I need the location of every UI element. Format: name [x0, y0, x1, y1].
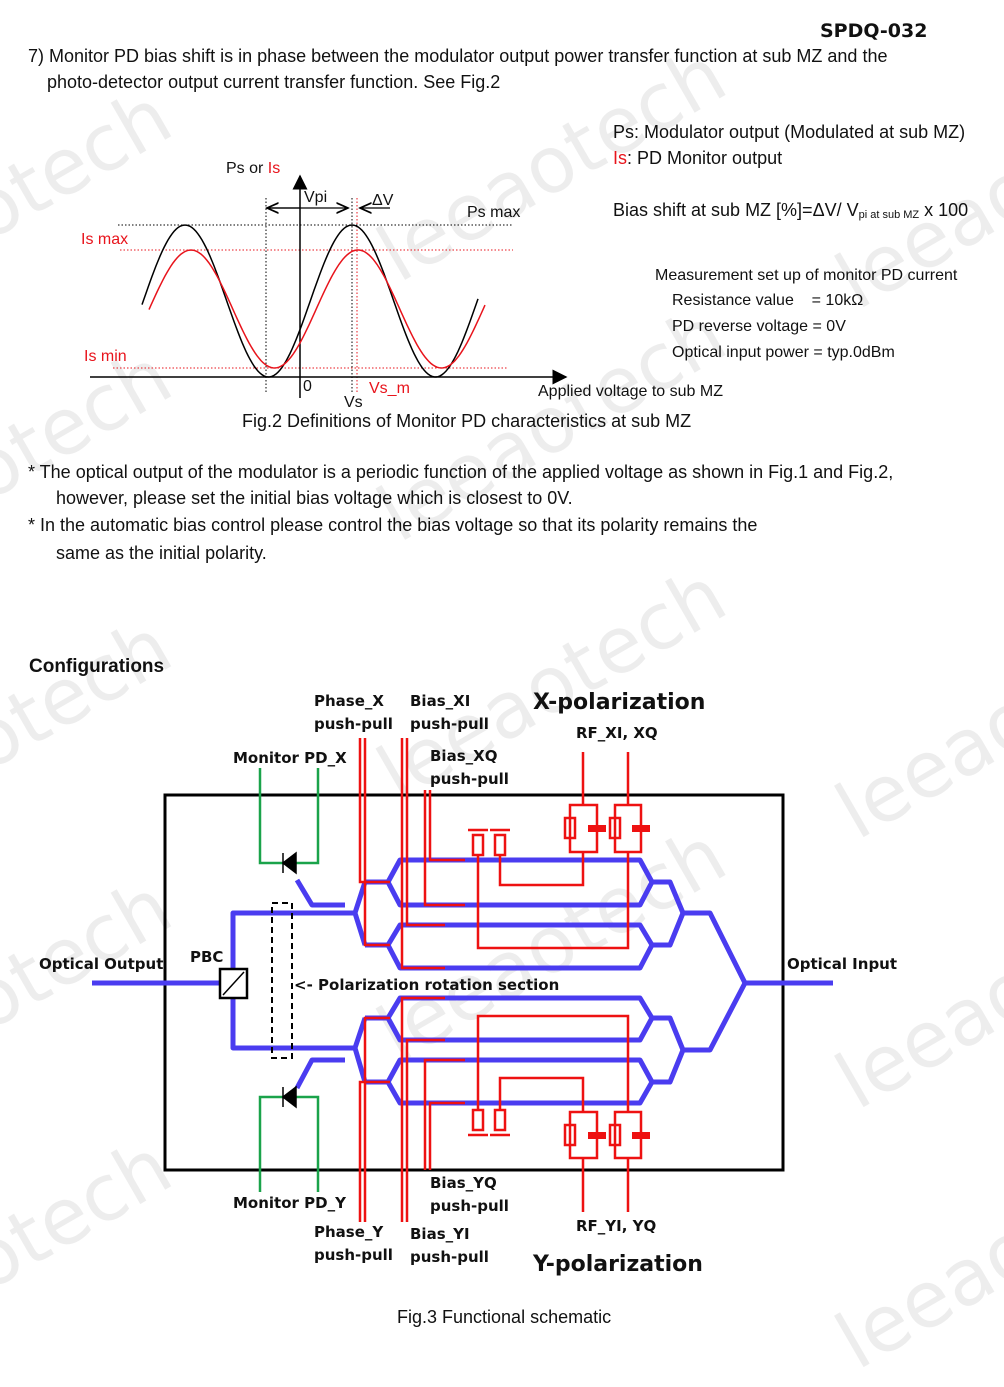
is-curve: [148, 249, 486, 369]
label-line: Bias_YI: [410, 1225, 470, 1243]
fig2-caption: Fig.2 Definitions of Monitor PD characte…: [242, 411, 692, 431]
fig2-graph: [90, 174, 568, 398]
label-line: push-pull: [430, 770, 509, 789]
legend-ps: Ps: Modulator output (Modulated at sub M…: [613, 122, 966, 142]
section7-line1: 7) Monitor PD bias shift is in phase bet…: [28, 46, 888, 66]
monitor-pd-x-label: Monitor PD_X: [233, 749, 347, 767]
configurations-heading: Configurations: [29, 656, 165, 677]
bias-yq-label: Bias_YQ push-pull: [430, 1172, 509, 1219]
photodiode-x-icon: [281, 851, 297, 875]
zero-label: 0: [303, 378, 312, 395]
measurement-item: PD reverse voltage = 0V: [672, 318, 846, 335]
formula-subscript: pi at sub MZ: [858, 209, 920, 221]
document-id: SPDQ-032: [820, 20, 928, 42]
x-axis-label: Applied voltage to sub MZ: [538, 383, 723, 400]
vpi-label: Vpi: [304, 189, 328, 206]
label-line: push-pull: [410, 1248, 489, 1267]
legend-is-text: : PD Monitor output: [627, 148, 783, 168]
bias-xq-label: Bias_XQ push-pull: [430, 745, 509, 792]
bias-xi-label: Bias_XI push-pull: [410, 690, 489, 737]
measurement-title: Measurement set up of monitor PD current: [655, 267, 958, 284]
label-line: push-pull: [314, 1246, 393, 1265]
optical-input-label: Optical Input: [787, 955, 898, 973]
bias-shift-formula: Bias shift at sub MZ [%]=ΔV/ Vpi at sub …: [613, 201, 968, 221]
label-line: push-pull: [314, 715, 393, 734]
formula-part: Bias shift at sub MZ [%]=ΔV/ V: [613, 200, 859, 220]
label-line: Phase_X: [314, 692, 384, 710]
ps-max-label: Ps max: [467, 204, 521, 221]
legend-is: Is: PD Monitor output: [613, 149, 782, 167]
note-2a: * In the automatic bias control please c…: [28, 515, 758, 535]
phase-y-label: Phase_Y push-pull: [314, 1221, 393, 1268]
schematic: [92, 738, 833, 1222]
note-1b: however, please set the initial bias vol…: [56, 488, 573, 508]
formula-part: x 100: [919, 200, 969, 220]
y-polarization-label: Y-polarization: [533, 1252, 703, 1277]
polarization-rotation-section: [271, 902, 293, 1059]
vs-m-label: Vs_m: [369, 380, 410, 397]
pbc: [218, 967, 249, 1000]
ps-label: Ps or: [226, 160, 264, 177]
measurement-item: Optical input power = typ.0dBm: [672, 344, 895, 361]
vs-label: Vs: [344, 394, 363, 411]
is-label: Is: [267, 160, 281, 177]
ps-curve: [141, 224, 479, 378]
fig3-caption: Fig.3 Functional schematic: [397, 1307, 612, 1327]
capacitor-icons: [588, 825, 650, 1139]
label-line: Bias_YQ: [430, 1174, 497, 1192]
is-max-label: Is max: [81, 231, 129, 248]
note-1a: * The optical output of the modulator is…: [28, 462, 894, 482]
pbc-label: PBC: [190, 948, 224, 966]
is-min-label: Is min: [84, 348, 127, 365]
rf-y-label: RF_YI, YQ: [576, 1217, 657, 1235]
optical-output-label: Optical Output: [39, 955, 164, 973]
phase-x-label: Phase_X push-pull: [314, 690, 393, 737]
note-2b: same as the initial polarity.: [56, 543, 267, 563]
label-line: push-pull: [430, 1197, 509, 1216]
rf-x-label: RF_XI, XQ: [576, 724, 658, 742]
polarization-rotation-label: <- Polarization rotation section: [294, 976, 560, 994]
measurement-item: Resistance value = 10kΩ: [672, 292, 864, 309]
drawing-layer: [90, 174, 833, 1222]
y-axis-label: Ps or Is: [226, 161, 280, 177]
legend-is-prefix: Is: [613, 148, 628, 168]
delta-v-label: ΔV: [372, 192, 394, 209]
label-line: Phase_Y: [314, 1223, 384, 1241]
label-line: Bias_XI: [410, 692, 471, 710]
section7-line2: photo-detector output current transfer f…: [47, 72, 501, 92]
monitor-pd-y-label: Monitor PD_Y: [233, 1194, 346, 1212]
label-line: Bias_XQ: [430, 747, 498, 765]
x-polarization-label: X-polarization: [533, 690, 706, 715]
photodiode-y-icon: [281, 1085, 297, 1109]
electrodes: [358, 738, 643, 1222]
bias-yi-label: Bias_YI push-pull: [410, 1223, 489, 1270]
label-line: push-pull: [410, 715, 489, 734]
